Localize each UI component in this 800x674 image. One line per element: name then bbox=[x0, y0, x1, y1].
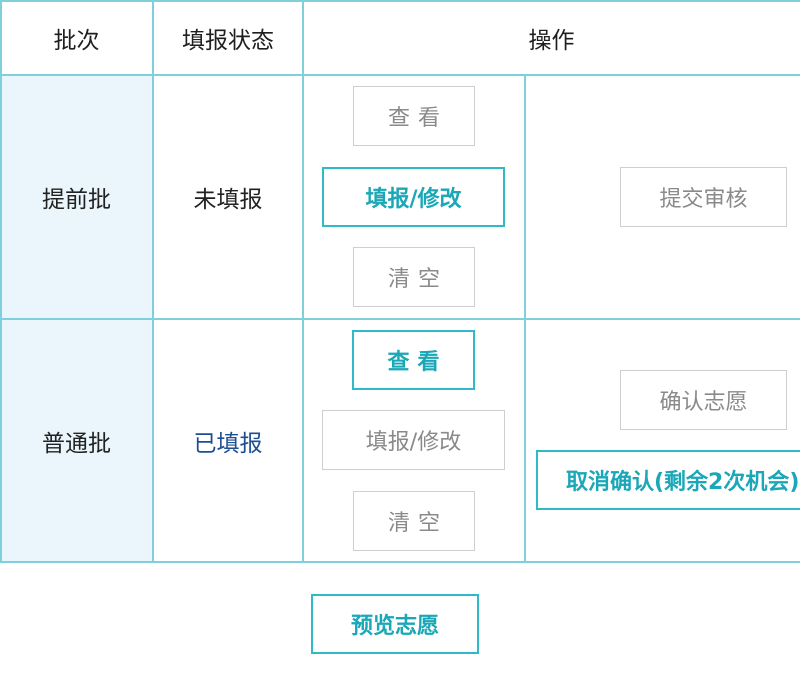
grid-line bbox=[152, 0, 154, 563]
regular-edit-button[interactable]: 填报/修改 bbox=[322, 410, 505, 470]
header-batch: 批次 bbox=[53, 27, 100, 54]
header-status: 填报状态 bbox=[182, 27, 274, 54]
row-early-status: 未填报 bbox=[193, 187, 263, 213]
grid-line bbox=[0, 561, 800, 563]
row-early-batch-name: 提前批 bbox=[0, 75, 153, 319]
regular-cancel-confirm-button[interactable]: 取消确认(剩余2次机会) bbox=[536, 450, 800, 510]
header-actions: 操作 bbox=[528, 27, 575, 54]
regular-confirm-choices-button[interactable]: 确认志愿 bbox=[620, 370, 787, 430]
early-edit-button[interactable]: 填报/修改 bbox=[322, 167, 505, 227]
early-submit-review-button[interactable]: 提交审核 bbox=[620, 167, 787, 227]
grid-line bbox=[0, 318, 800, 320]
row-regular-batch-name: 普通批 bbox=[0, 319, 153, 563]
grid-line bbox=[0, 0, 800, 2]
grid-line bbox=[0, 0, 2, 563]
early-view-button[interactable]: 查看 bbox=[353, 86, 475, 146]
preview-choices-button[interactable]: 预览志愿 bbox=[311, 594, 479, 654]
grid-line bbox=[524, 75, 526, 563]
regular-clear-button[interactable]: 清空 bbox=[353, 491, 475, 551]
grid-line bbox=[302, 0, 304, 563]
batch-table: 批次 填报状态 操作 提前批 未填报 普通批 已填报 bbox=[0, 0, 800, 563]
early-clear-button[interactable]: 清空 bbox=[353, 247, 475, 307]
regular-view-button[interactable]: 查看 bbox=[352, 330, 475, 390]
grid-line bbox=[0, 74, 800, 76]
row-regular-status: 已填报 bbox=[193, 431, 263, 457]
